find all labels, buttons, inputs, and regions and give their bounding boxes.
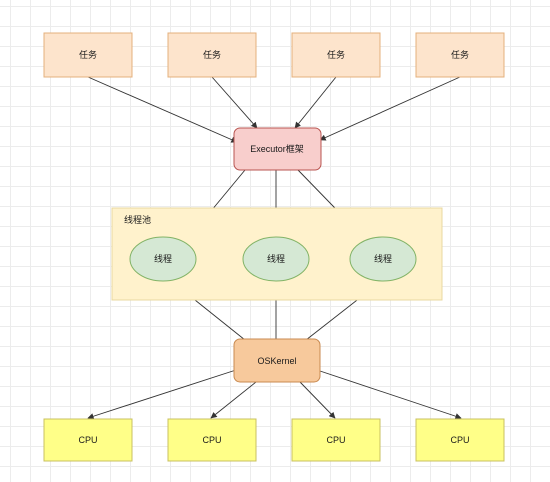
edges	[87, 76, 462, 420]
edge-task-4-executor	[319, 76, 461, 141]
thread-node[interactable]: 线程	[129, 236, 197, 282]
cpu-node[interactable]: CPU	[415, 418, 505, 462]
task-node[interactable]: 任务	[415, 32, 505, 78]
executor-node[interactable]: Executor框架	[233, 127, 322, 171]
thread-node[interactable]: 线程	[349, 236, 417, 282]
thread-label: 线程	[154, 253, 172, 264]
task-label: 任务	[79, 49, 97, 60]
oskernel-label: OSKernel	[257, 356, 296, 366]
task-row: 任务 任务 任务 任务	[43, 32, 505, 78]
thread-label: 线程	[267, 253, 285, 264]
edge-kernel-cpu-1	[87, 369, 237, 420]
thread-pool-label: 线程池	[124, 214, 151, 225]
cpu-label: CPU	[450, 435, 469, 445]
edge-kernel-cpu-3	[299, 381, 336, 419]
cpu-node[interactable]: CPU	[167, 418, 257, 462]
edge-task-3-executor	[294, 76, 337, 129]
task-node[interactable]: 任务	[291, 32, 381, 78]
cpu-node[interactable]: CPU	[291, 418, 381, 462]
edge-task-1-executor	[87, 76, 238, 143]
edge-kernel-cpu-4	[319, 370, 462, 420]
cpu-row: CPU CPU CPU CPU	[43, 418, 505, 462]
edge-task-2-executor	[211, 76, 258, 129]
cpu-label: CPU	[202, 435, 221, 445]
cpu-node[interactable]: CPU	[43, 418, 133, 462]
thread-label: 线程	[374, 253, 392, 264]
thread-pool-group[interactable]: 线程池 线程 线程 线程	[111, 207, 443, 301]
edge-kernel-cpu-2	[210, 381, 257, 419]
cpu-label: CPU	[326, 435, 345, 445]
task-label: 任务	[327, 49, 345, 60]
cpu-label: CPU	[78, 435, 97, 445]
task-node[interactable]: 任务	[43, 32, 133, 78]
thread-node[interactable]: 线程	[242, 236, 310, 282]
task-node[interactable]: 任务	[167, 32, 257, 78]
executor-label: Executor框架	[250, 143, 304, 154]
oskernel-node[interactable]: OSKernel	[233, 338, 321, 383]
task-label: 任务	[451, 49, 469, 60]
task-label: 任务	[203, 49, 221, 60]
